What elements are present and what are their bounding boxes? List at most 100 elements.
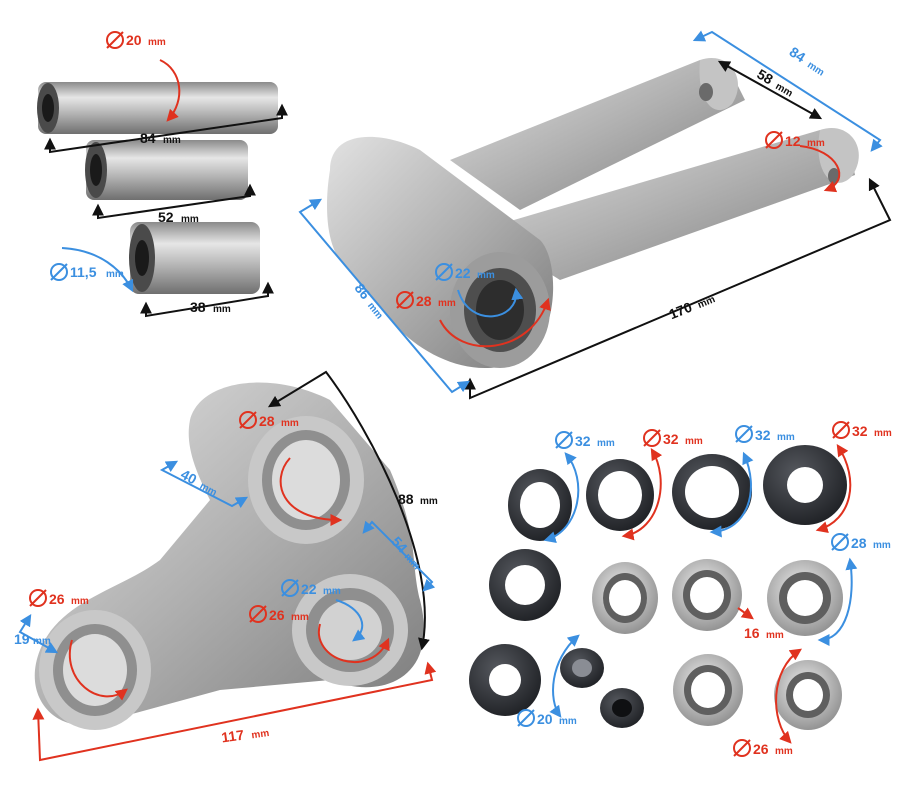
needle-bearing-5: [774, 660, 842, 730]
diameter-icon: [396, 291, 414, 309]
diameter-icon: [435, 263, 453, 281]
pin-short-diameter-label: 11,5 mm: [50, 263, 124, 281]
svg-text:32: 32: [663, 431, 679, 447]
needle-bearing-3: [767, 560, 843, 636]
pin-dimension-lines: [44, 59, 288, 318]
dogbone-length-outer-label: 84 mm: [787, 43, 826, 79]
svg-text:mm: mm: [163, 135, 181, 146]
pin-long-diameter-label: 20 mm: [106, 31, 166, 49]
svg-text:mm: mm: [597, 438, 615, 449]
svg-text:26: 26: [753, 741, 769, 757]
svg-text:32: 32: [755, 427, 771, 443]
dogbone-bore-inner-label: 22 mm: [435, 263, 495, 281]
svg-text:mm: mm: [477, 270, 495, 281]
svg-text:28: 28: [851, 535, 867, 551]
svg-text:mm: mm: [874, 428, 892, 439]
diameter-icon: [29, 589, 47, 607]
seal-dimension-lines: [543, 443, 858, 744]
svg-text:mm: mm: [559, 716, 577, 727]
svg-text:19: 19: [14, 631, 30, 647]
rocker-top-bore-label: 28 mm: [239, 411, 299, 429]
svg-text:mm: mm: [685, 436, 703, 447]
diameter-icon: [733, 739, 751, 757]
seal-3-diameter-label: 32 mm: [735, 425, 795, 443]
dust-cap-2: [600, 688, 644, 728]
seal-4: [763, 445, 847, 525]
diameter-icon: [555, 431, 573, 449]
svg-text:mm: mm: [696, 294, 717, 311]
svg-text:mm: mm: [71, 596, 89, 607]
svg-text:16: 16: [744, 625, 760, 641]
svg-text:26: 26: [49, 591, 65, 607]
sleeve-diameter-label: 20 mm: [517, 709, 577, 727]
svg-text:mm: mm: [281, 418, 299, 429]
svg-text:28: 28: [416, 293, 432, 309]
svg-text:32: 32: [852, 423, 868, 439]
diameter-icon: [239, 411, 257, 429]
svg-text:20: 20: [537, 711, 553, 727]
diameter-icon: [106, 31, 124, 49]
svg-text:26: 26: [269, 607, 285, 623]
seal-1-diameter-label: 32 mm: [555, 431, 615, 449]
svg-text:20: 20: [126, 32, 142, 48]
bearing-width-label: 16 mm: [744, 625, 784, 641]
seal-2: [586, 459, 654, 531]
seal-6: [469, 644, 541, 716]
diameter-icon: [832, 421, 850, 439]
diameter-icon: [765, 131, 783, 149]
seal-4-diameter-label: 32 mm: [832, 421, 892, 439]
rocker-height-label: 88 mm: [398, 491, 438, 507]
svg-text:22: 22: [455, 265, 471, 281]
svg-text:mm: mm: [213, 304, 231, 315]
svg-text:mm: mm: [33, 636, 51, 647]
dust-cap-1: [560, 648, 604, 688]
diameter-icon: [643, 429, 661, 447]
svg-text:mm: mm: [291, 612, 309, 623]
diameter-icon: [281, 579, 299, 597]
pin-mid-length-label: 52 mm: [158, 209, 199, 225]
seal-5: [489, 549, 561, 621]
dogbone-bore-small-label: 12 mm: [765, 131, 825, 149]
svg-text:12: 12: [785, 133, 801, 149]
pin-long: [37, 82, 278, 134]
pin-short: [129, 222, 260, 294]
needle-bearing-2: [672, 559, 742, 631]
diameter-icon: [249, 605, 267, 623]
pin-long-length-label: 84 mm: [140, 130, 181, 146]
dogbone-bore-outer-label: 28 mm: [396, 291, 456, 309]
svg-text:mm: mm: [106, 269, 124, 280]
svg-text:mm: mm: [438, 298, 456, 309]
svg-text:88: 88: [398, 491, 414, 507]
svg-text:170: 170: [667, 299, 695, 323]
rocker-right-bore-inner-label: 22 mm: [281, 579, 341, 597]
pin-mid: [85, 140, 248, 200]
svg-text:mm: mm: [766, 630, 784, 641]
dogbone-link: [327, 58, 859, 369]
needle-bearing-1: [592, 562, 658, 634]
svg-text:40: 40: [178, 466, 199, 488]
bearing-right-diameter-label: 28 mm: [831, 533, 891, 551]
diameter-icon: [831, 533, 849, 551]
diameter-icon: [50, 263, 68, 281]
svg-text:117: 117: [220, 726, 245, 745]
svg-text:84: 84: [140, 130, 156, 146]
diameter-icon: [735, 425, 753, 443]
rocker-dimension-lines: [18, 370, 437, 762]
svg-text:84: 84: [787, 43, 809, 65]
diameter-icon: [517, 709, 535, 727]
svg-text:mm: mm: [805, 60, 826, 79]
bearing-bottom-diameter-label: 26 mm: [733, 739, 793, 757]
svg-text:mm: mm: [148, 37, 166, 48]
svg-text:28: 28: [259, 413, 275, 429]
needle-bearing-4: [673, 654, 743, 726]
svg-text:mm: mm: [251, 728, 270, 741]
rocker-left-width-label: 19 mm: [14, 631, 51, 647]
rocker-length-label: 117 mm: [220, 726, 270, 745]
rocker-right-bore-outer-label: 26 mm: [249, 605, 309, 623]
svg-text:mm: mm: [777, 432, 795, 443]
svg-text:38: 38: [190, 299, 206, 315]
svg-text:mm: mm: [775, 746, 793, 757]
svg-text:mm: mm: [873, 540, 891, 551]
rocker-left-bore-label: 26 mm: [29, 589, 89, 607]
